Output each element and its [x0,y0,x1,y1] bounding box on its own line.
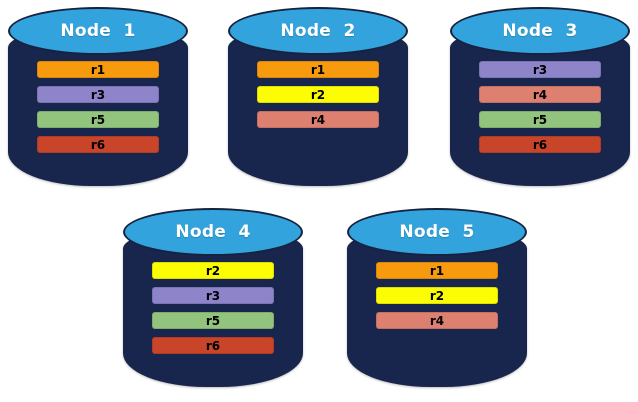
replica-bar: r3 [152,287,274,304]
node-cylinder-top [8,7,188,55]
replica-bar: r4 [257,111,379,128]
replica-list: r3 r4 r5 r6 [450,61,630,153]
node-cylinder-top [228,7,408,55]
replica-list: r1 r2 r4 [347,262,527,329]
replica-bar: r1 [257,61,379,78]
node-3: Node 3 r3 r4 r5 r6 [450,4,630,189]
replica-bar: r5 [479,111,601,128]
node-title: Node 5 [399,222,475,242]
replica-bar: r3 [479,61,601,78]
node-title: Node 2 [280,21,356,41]
node-title: Node 4 [175,222,251,242]
node-5: Node 5 r1 r2 r4 [347,205,527,390]
node-cylinder-top [450,7,630,55]
node-2: Node 2 r1 r2 r4 [228,4,408,189]
replica-bar: r2 [257,86,379,103]
node-1: Node 1 r1 r3 r5 r6 [8,4,188,189]
node-cylinder-top [123,208,303,256]
replica-list: r1 r2 r4 [228,61,408,128]
replica-bar: r2 [376,287,498,304]
replica-list: r1 r3 r5 r6 [8,61,188,153]
replica-bar: r4 [376,312,498,329]
replica-bar: r4 [479,86,601,103]
replica-bar: r6 [37,136,159,153]
replica-bar: r5 [152,312,274,329]
replica-bar: r6 [479,136,601,153]
replica-bar: r3 [37,86,159,103]
node-cylinder-top [347,208,527,256]
replica-bar: r1 [37,61,159,78]
replica-bar: r6 [152,337,274,354]
node-4: Node 4 r2 r3 r5 r6 [123,205,303,390]
replica-bar: r5 [37,111,159,128]
replica-bar: r1 [376,262,498,279]
node-title: Node 1 [60,21,136,41]
replica-bar: r2 [152,262,274,279]
node-title: Node 3 [502,21,578,41]
replica-list: r2 r3 r5 r6 [123,262,303,354]
